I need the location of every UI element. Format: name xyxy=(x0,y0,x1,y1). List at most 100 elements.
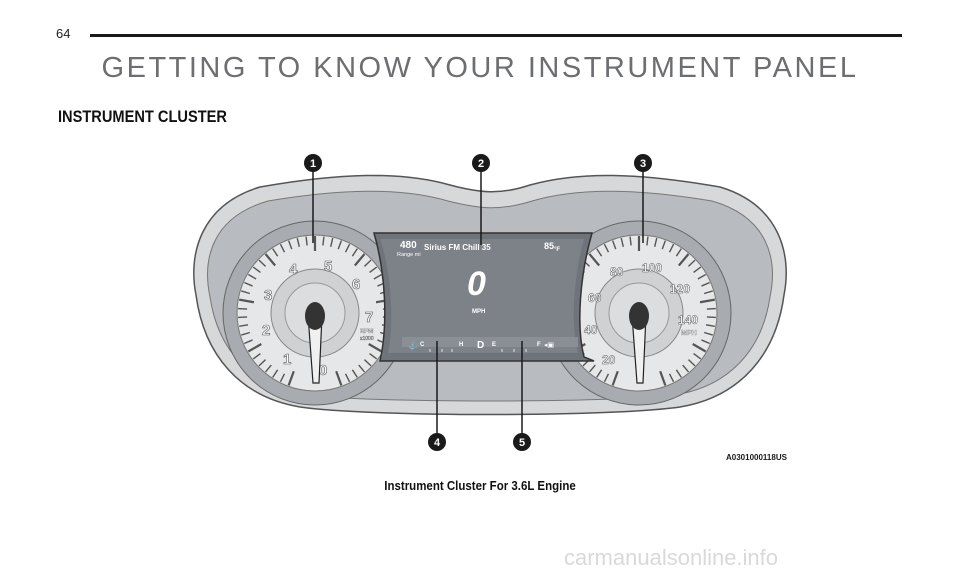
gauge-tick xyxy=(620,237,624,247)
gauge-tick xyxy=(351,369,358,378)
coolant-icon: ⚓ xyxy=(408,340,418,350)
gauge-tick xyxy=(337,240,342,250)
gauge-tick xyxy=(661,240,666,250)
gauge-tick xyxy=(603,243,610,253)
svg-text:2: 2 xyxy=(478,158,484,170)
tach-number-6: 6 xyxy=(352,276,360,293)
gauge-tick xyxy=(654,237,658,247)
gauge-tick xyxy=(288,240,293,250)
gauge-tick xyxy=(244,281,253,287)
callout-2: 2 xyxy=(472,154,490,172)
gauge-tick xyxy=(272,248,279,257)
gauge-tick xyxy=(692,343,707,353)
gauge-tick xyxy=(239,324,249,328)
center-display: 480 Range mi Sirius FM Chill 35 85°F 0 M… xyxy=(373,232,595,362)
callout-3: 3 xyxy=(634,154,652,172)
speed-number-140: 140 xyxy=(678,313,698,327)
coolant-low: C xyxy=(420,342,425,348)
gauge-tick xyxy=(369,266,378,273)
speed-unit: MPH xyxy=(681,330,697,337)
radio-station: Sirius FM Chill 35 xyxy=(424,243,491,252)
gauge-tick xyxy=(344,243,351,253)
svg-text:4: 4 xyxy=(434,437,441,449)
gauge-tick xyxy=(244,339,253,345)
fuel-full: F xyxy=(537,342,541,348)
gauge-tick xyxy=(354,253,366,267)
header-rule xyxy=(90,34,902,37)
gauge-tick xyxy=(296,237,300,247)
speed-number-60: 60 xyxy=(588,291,602,305)
fuel-pump-icon: ◂▣ xyxy=(544,342,554,349)
gauge-tick xyxy=(682,364,690,373)
gauge-tick xyxy=(351,248,358,257)
gauge-tick xyxy=(668,243,675,253)
gauge-tick xyxy=(330,237,334,247)
gauge-tick xyxy=(675,369,682,378)
tach-number-4: 4 xyxy=(289,261,298,278)
watermark: carmanualsonline.info xyxy=(564,545,779,570)
svg-text:3: 3 xyxy=(640,158,646,170)
gauge-tick xyxy=(252,266,261,273)
speedometer: 20 40 60 80 100 120 140 MPH xyxy=(546,220,732,406)
gauge-tick xyxy=(363,359,372,367)
gauge-tick xyxy=(693,353,702,360)
gear-indicator: D xyxy=(477,340,484,351)
page-number: 64 xyxy=(56,26,71,41)
gauge-tick xyxy=(344,373,351,383)
speed-number-80: 80 xyxy=(610,265,624,279)
gauge-tick xyxy=(252,353,261,360)
svg-text:1: 1 xyxy=(310,158,316,170)
gauge-tick xyxy=(238,316,248,319)
section-title: GETTING TO KNOW YOUR INSTRUMENT PANEL xyxy=(101,52,859,84)
instrument-cluster-illustration: 0 1 2 3 4 5 6 7 RPM x1000 20 40 60 80 10… xyxy=(193,154,788,462)
speed-number-20: 20 xyxy=(602,353,616,367)
gauge-tick xyxy=(264,364,272,373)
range-value: 480 xyxy=(400,240,417,251)
gauge-tick xyxy=(706,307,716,310)
gauge-tick xyxy=(279,243,286,253)
gauge-tick xyxy=(699,298,716,304)
gauge-tick xyxy=(687,259,696,267)
speed-number-40: 40 xyxy=(584,323,598,337)
gauge-tick xyxy=(241,331,251,336)
gauge-tick xyxy=(668,373,675,383)
gauge-tick xyxy=(238,307,248,310)
speed-number-100: 100 xyxy=(642,261,662,275)
tach-number-5: 5 xyxy=(324,258,332,275)
gauge-tick xyxy=(705,324,715,328)
gauge-tick xyxy=(241,290,251,295)
outside-temperature: 85°F xyxy=(544,241,560,253)
tach-unit-rpm: RPM xyxy=(360,329,373,335)
tachometer: 0 1 2 3 4 5 6 7 RPM x1000 xyxy=(222,220,408,406)
gauge-tick xyxy=(596,369,603,378)
image-code: A0301000118US xyxy=(726,453,788,462)
gauge-tick xyxy=(603,373,610,383)
gauge-tick xyxy=(701,339,710,345)
fuel-empty: E xyxy=(492,342,496,348)
gauge-tick xyxy=(322,236,325,246)
digital-speed: 0 xyxy=(467,265,486,303)
gauge-tick xyxy=(675,248,682,257)
tach-number-0: 0 xyxy=(319,362,327,379)
gauge-tick xyxy=(703,331,713,336)
callout-5: 5 xyxy=(513,433,531,451)
tach-number-3: 3 xyxy=(264,287,272,304)
gauge-tick xyxy=(247,273,257,280)
gauge-tick xyxy=(272,369,279,378)
gauge-tick xyxy=(305,236,308,246)
callout-4: 4 xyxy=(428,433,446,451)
figure-caption: Instrument Cluster For 3.6L Engine xyxy=(384,479,576,493)
gauge-tick xyxy=(697,273,707,280)
callout-1: 1 xyxy=(304,154,322,172)
gauge-tick xyxy=(363,259,372,267)
range-label: Range mi xyxy=(397,252,421,258)
tach-number-7: 7 xyxy=(365,309,373,326)
gauge-tick xyxy=(258,359,267,367)
callout-leaders xyxy=(312,171,644,435)
tach-number-2: 2 xyxy=(262,322,270,339)
tach-number-1: 1 xyxy=(283,351,291,368)
gauge-tick xyxy=(238,298,255,304)
gauge-tick xyxy=(335,370,343,386)
gauge-tick xyxy=(596,248,603,257)
gauge-tick xyxy=(358,364,366,373)
